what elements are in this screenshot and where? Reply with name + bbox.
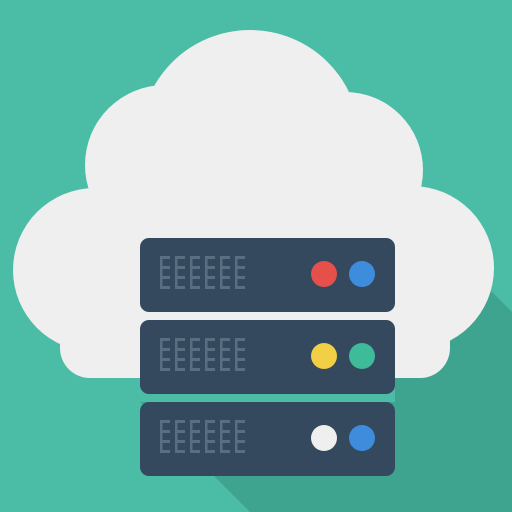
- vent-grid: [160, 420, 245, 453]
- status-led-yellow: [311, 343, 337, 369]
- server-stack: [140, 238, 395, 476]
- status-led-red: [311, 261, 337, 287]
- server-unit-bottom: [140, 402, 395, 476]
- server-body: [140, 238, 395, 312]
- server-body: [140, 402, 395, 476]
- vent-grid: [160, 338, 245, 371]
- status-led-blue: [349, 261, 375, 287]
- status-led-white: [311, 425, 337, 451]
- server-unit-middle: [140, 320, 395, 394]
- server-unit-top: [140, 238, 395, 312]
- status-led-green: [349, 343, 375, 369]
- server-body: [140, 320, 395, 394]
- vent-grid: [160, 256, 245, 289]
- status-led-blue: [349, 425, 375, 451]
